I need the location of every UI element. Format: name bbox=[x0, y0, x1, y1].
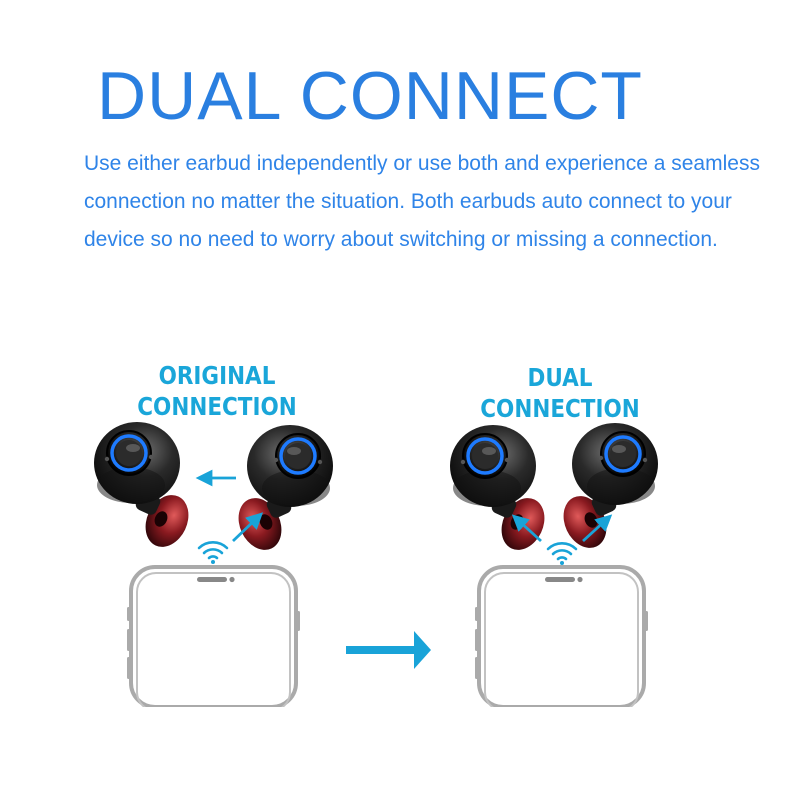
right-signal-arrow-left-icon bbox=[511, 514, 542, 543]
description-text: Use either earbud independently or use b… bbox=[84, 152, 760, 251]
transition-arrow-icon bbox=[346, 631, 431, 669]
right-signal-arrow-right-icon bbox=[582, 514, 613, 543]
dual-connection-label-line2: CONNECTION bbox=[480, 394, 640, 423]
page-title: DUAL CONNECT bbox=[97, 58, 643, 134]
dual-connection-label: DUAL CONNECTION bbox=[448, 362, 672, 424]
left-phone-outline-icon bbox=[119, 565, 308, 729]
left-earbud-left-icon bbox=[92, 420, 199, 556]
right-earbud-right-icon bbox=[553, 421, 660, 557]
left-signal-arrow-icon bbox=[232, 512, 264, 543]
dual-connection-label-line1: DUAL bbox=[527, 363, 593, 392]
original-connection-label-line1: ORIGINAL bbox=[158, 361, 276, 390]
original-connection-label: ORIGINAL CONNECTION bbox=[105, 360, 329, 422]
left-earbud-right-icon bbox=[228, 423, 335, 559]
original-connection-label-line2: CONNECTION bbox=[137, 392, 297, 421]
right-phone-outline-icon bbox=[467, 565, 656, 729]
right-wifi-signal-icon bbox=[546, 541, 578, 567]
left-wifi-signal-icon bbox=[197, 540, 229, 566]
